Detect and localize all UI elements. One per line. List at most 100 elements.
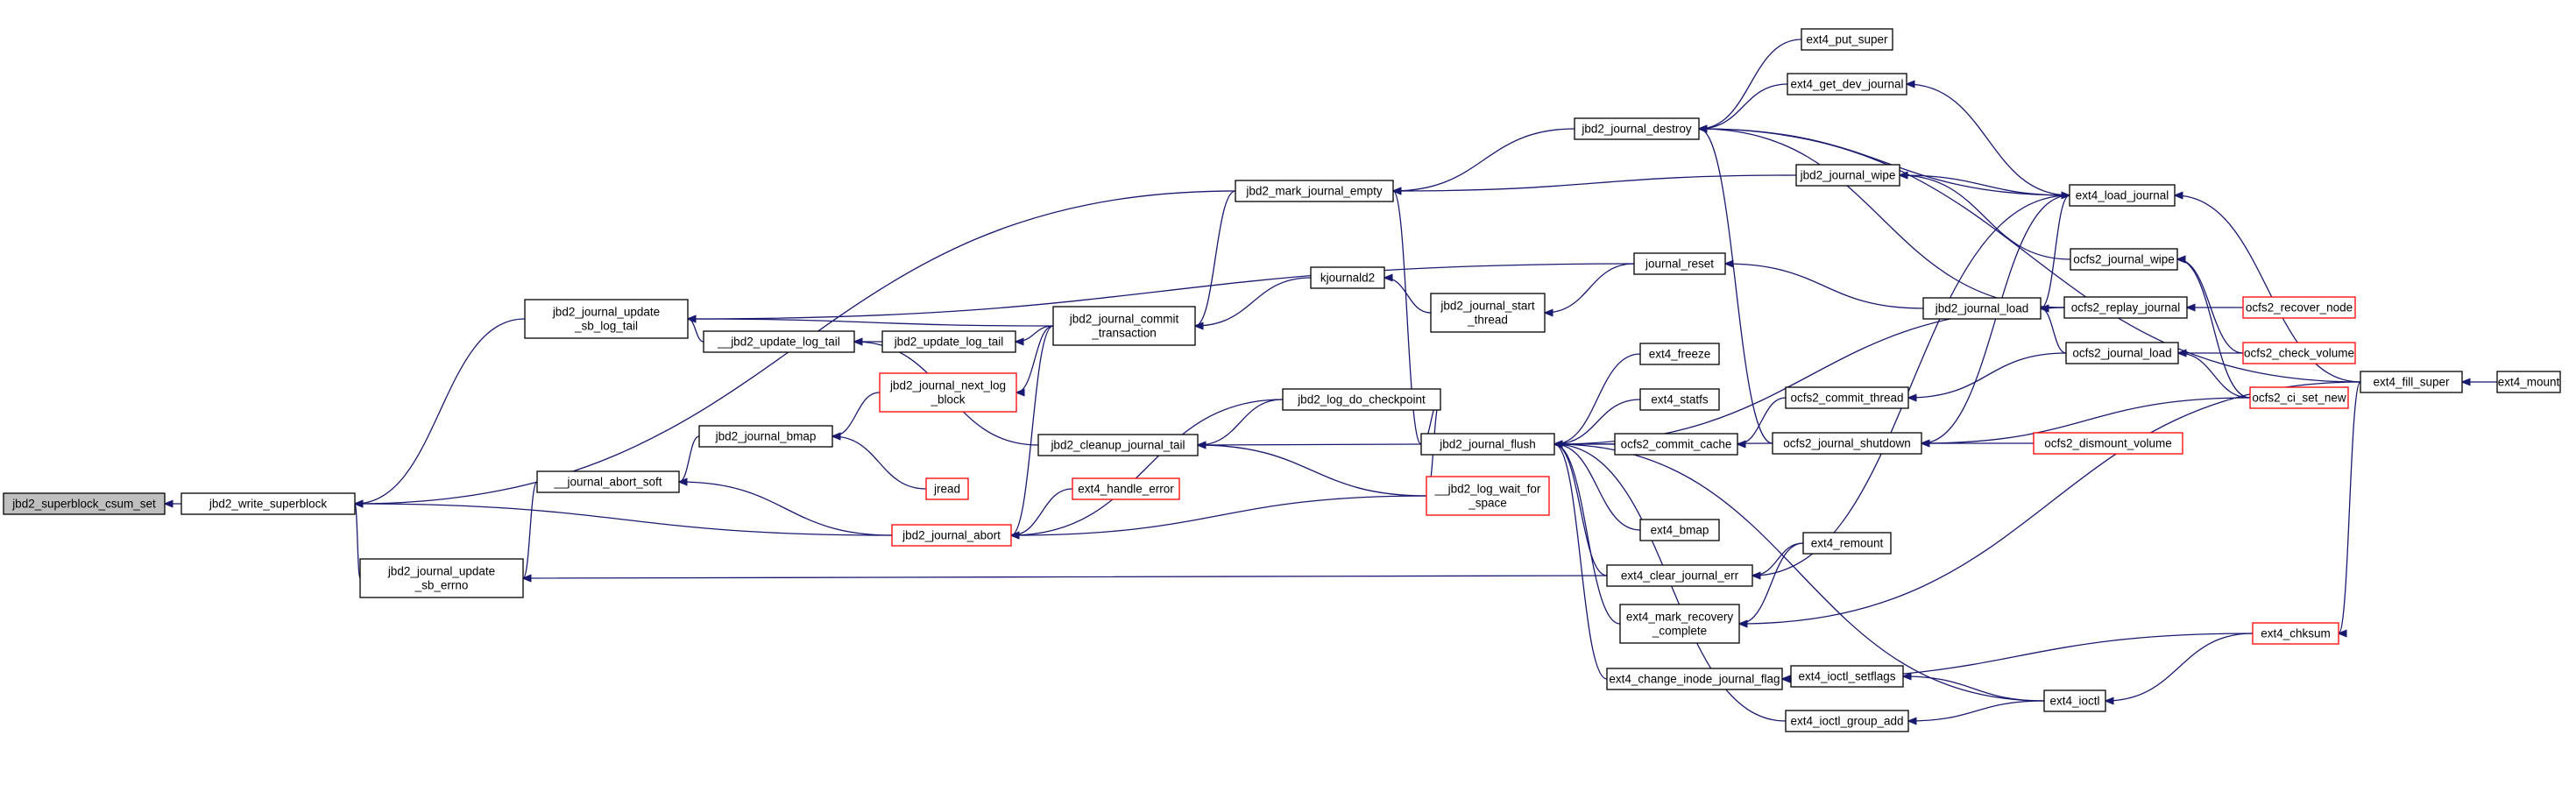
node-ocfs2-commit-thread[interactable]: ocfs2_commit_thread [1785, 386, 1909, 409]
node-box [1639, 388, 1720, 411]
node-journal-abort-soft[interactable]: __journal_abort_soft [536, 470, 680, 493]
node-box [703, 330, 855, 353]
node-label: ext4_ioctl [2049, 695, 2099, 708]
node-label: __journal_abort_soft [553, 476, 662, 489]
node-ext4-ioctl-group-add[interactable]: ext4_ioctl_group_add [1785, 710, 1909, 732]
node-jbd2-cleanup-journal-tail[interactable]: jbd2_cleanup_journal_tail [1037, 434, 1199, 456]
node-ext4-ioctl-setflags[interactable]: ext4_ioctl_setflags [1790, 665, 1904, 688]
node-jbd2-log-do-checkpoint[interactable]: jbd2_log_do_checkpoint [1282, 388, 1441, 411]
call-edge-ext4-remount-to-ext4-mark-recovery [1739, 542, 1804, 624]
node-ext4-get-dev-journal[interactable]: ext4_get_dev_journal [1787, 73, 1907, 95]
node-ext4-fill-super[interactable]: ext4_fill_super [2360, 371, 2463, 393]
node-ext4-bmap[interactable]: ext4_bmap [1639, 519, 1720, 541]
call-edge-jread-to-journal-bmap [832, 436, 927, 490]
node-jbd2-superblock-csum-set[interactable]: jbd2_superblock_csum_set [3, 492, 166, 515]
node-label: jbd2_journal_commit [1069, 313, 1179, 326]
node-jbd2-update-log-tail[interactable]: __jbd2_update_log_tail [703, 330, 855, 353]
node-jbd2-log-wait-for-space[interactable]: __jbd2_log_wait_for_space [1426, 476, 1550, 516]
call-edge-journal-reset-to-upd-sb-log-tail [688, 263, 1635, 319]
call-edge-ext4-statfs-to-journal-flush [1554, 399, 1641, 444]
node-label: ext4_fill_super [2373, 376, 2450, 389]
node-jbd2-journal-update-sb-errno[interactable]: jbd2_journal_update_sb_errno [359, 558, 524, 598]
node-box [1922, 297, 2042, 320]
node-label: jbd2_journal_update [552, 306, 660, 319]
node-jbd2-journal-start-thread[interactable]: jbd2_journal_start_thread [1430, 293, 1546, 333]
node-ext4-statfs[interactable]: ext4_statfs [1639, 388, 1720, 411]
node-ext4-handle-error[interactable]: ext4_handle_error [1072, 477, 1180, 500]
edge-layer [165, 39, 2497, 721]
node-jbd2-write-superblock[interactable]: jbd2_write_superblock [180, 492, 356, 515]
node-jread[interactable]: jread [925, 477, 969, 500]
call-edge-commit-txn-to-journal-abort [1011, 325, 1054, 535]
call-edge-upd-log-tail-u-to-upd-sb-log-tail [688, 319, 704, 343]
node-label: ext4_mount [2498, 376, 2560, 389]
node-ext4-mark-recovery-complete[interactable]: ext4_mark_recovery_complete [1619, 604, 1740, 644]
call-edge-mark-empty-to-commit-txn [1195, 190, 1236, 326]
call-edge-journal-abort-to-abort-soft [679, 482, 893, 536]
call-edge-ext4-clear-journal-err-to-journal-flush [1554, 444, 1608, 576]
node-label: jbd2_cleanup_journal_tail [1050, 439, 1185, 452]
node-jbd2-journal-wipe[interactable]: jbd2_journal_wipe [1795, 164, 1900, 187]
node-jbd2-journal-update-sb-log-tail[interactable]: jbd2_journal_update_sb_log_tail [524, 299, 689, 339]
node-label: ocfs2_journal_shutdown [1783, 437, 1911, 450]
call-edge-abort-soft-to-upd-sb-errno [522, 481, 538, 578]
call-edge-ext4-get-dev-journal-to-journal-destroy [1699, 83, 1788, 129]
call-edge-ext4-fill-super-to-ext4-mark-recovery [1739, 381, 2361, 624]
node-label: ext4_get_dev_journal [1790, 78, 1903, 91]
node-ocfs2-dismount-volume[interactable]: ocfs2_dismount_volume [2033, 432, 2183, 455]
node-ext4-freeze[interactable]: ext4_freeze [1639, 343, 1720, 365]
call-edge-journal-bmap-to-abort-soft [679, 435, 700, 482]
node-box [2496, 371, 2561, 393]
node-label: jbd2_mark_journal_empty [1245, 185, 1383, 198]
node-box [3, 492, 166, 515]
node-jbd2-journal-next-log-block[interactable]: jbd2_journal_next_log_block [879, 372, 1017, 413]
node-label: jbd2_journal_wipe [1800, 169, 1896, 182]
node-ocfs2-journal-load[interactable]: ocfs2_journal_load [2065, 342, 2179, 364]
node-jbd2-journal-commit-transaction[interactable]: jbd2_journal_commit_transaction [1052, 306, 1196, 346]
node-ext4-put-super[interactable]: ext4_put_super [1801, 28, 1893, 51]
node-ext4-remount[interactable]: ext4_remount [1802, 532, 1892, 555]
node-label: journal_reset [1645, 258, 1714, 271]
call-edge-ocfs2-replay-journal-to-journal-destroy [1699, 129, 2065, 308]
node-ext4-load-journal[interactable]: ext4_load_journal [2069, 184, 2176, 207]
node-journal-reset[interactable]: journal_reset [1633, 252, 1726, 275]
node-ocfs2-replay-journal[interactable]: ocfs2_replay_journal [2063, 296, 2188, 319]
node-jbd2-journal-abort[interactable]: jbd2_journal_abort [891, 524, 1012, 547]
node-label: _thread [1467, 314, 1508, 327]
node-ocfs2-recover-node[interactable]: ocfs2_recover_node [2242, 296, 2356, 319]
node-label: ext4_statfs [1651, 393, 1709, 407]
node-box [1430, 293, 1546, 333]
call-edge-journal-destroy-to-mark-empty [1393, 128, 1575, 191]
node-label: jbd2_superblock_csum_set [11, 498, 156, 511]
node-jbd2-journal-load[interactable]: jbd2_journal_load [1922, 297, 2042, 320]
node-ext4-clear-journal-err[interactable]: ext4_clear_journal_err [1606, 564, 1753, 587]
node-box [1802, 532, 1892, 555]
node-label: _complete [1652, 625, 1707, 638]
call-edge-upd-sb-errno-to-write-sb [355, 504, 360, 579]
call-edge-journal-load-to-journal-reset [1725, 264, 1924, 309]
node-jbd2-journal-bmap[interactable]: jbd2_journal_bmap [698, 425, 833, 448]
call-edge-log-wait-space-to-cleanup-tail [1198, 445, 1427, 497]
node-ocfs2-journal-wipe[interactable]: ocfs2_journal_wipe [2070, 248, 2178, 271]
node-jbd2-mark-journal-empty[interactable]: jbd2_mark_journal_empty [1235, 180, 1394, 202]
node-ext4-ioctl[interactable]: ext4_ioctl [2043, 689, 2106, 712]
call-edge-ocfs2-commit-thread-to-ocfs2-commit-cache [1737, 397, 1787, 444]
node-ext4-mount[interactable]: ext4_mount [2496, 371, 2561, 393]
node-ocfs2-ci-set-new[interactable]: ocfs2_ci_set_new [2249, 386, 2349, 409]
node-ext4-change-inode-journal-flag[interactable]: ext4_change_inode_journal_flag [1606, 668, 1783, 690]
node-ocfs2-check-volume[interactable]: ocfs2_check_volume [2242, 342, 2356, 364]
node-box [2242, 342, 2356, 364]
node-box [2043, 689, 2106, 712]
node-label: ocfs2_commit_cache [1621, 438, 1732, 451]
node-kjournald2[interactable]: kjournald2 [1310, 266, 1385, 289]
node-label: ext4_bmap [1651, 524, 1709, 537]
node-label: jbd2_journal_update [387, 565, 495, 578]
node-ocfs2-commit-cache[interactable]: ocfs2_commit_cache [1614, 433, 1738, 456]
node-jbd2-journal-destroy[interactable]: jbd2_journal_destroy [1574, 117, 1700, 140]
node-jbd2-journal-flush[interactable]: jbd2_journal_flush [1420, 433, 1555, 456]
node-ocfs2-journal-shutdown[interactable]: ocfs2_journal_shutdown [1772, 432, 1922, 455]
node-jbd2-update-log-tail[interactable]: jbd2_update_log_tail [881, 330, 1016, 353]
node-label: ocfs2_check_volume [2244, 347, 2354, 360]
node-ext4-chksum[interactable]: ext4_chksum [2252, 622, 2339, 645]
